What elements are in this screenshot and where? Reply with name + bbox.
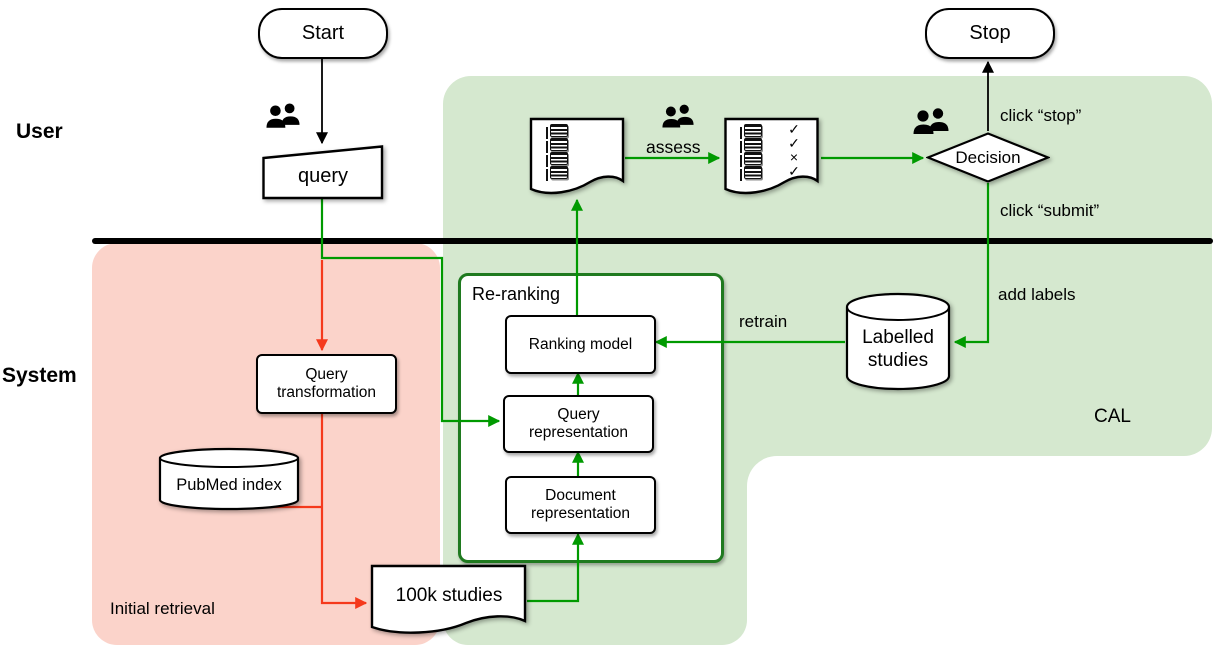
assessed-studies-document bbox=[724, 117, 819, 195]
assessment-mark: ✓ bbox=[788, 121, 800, 137]
query-transformation-line1: Query bbox=[305, 366, 348, 383]
query-representation-line1: Query bbox=[557, 406, 600, 423]
study-item-icon bbox=[546, 124, 568, 139]
query-representation-line2: representation bbox=[528, 424, 629, 441]
pubmed-index-label: PubMed index bbox=[176, 475, 282, 494]
labelled-studies-line2: studies bbox=[867, 350, 929, 371]
document-representation-line1: Document bbox=[545, 487, 616, 504]
click-submit-label: click “submit” bbox=[1000, 201, 1100, 220]
document-representation-line2: representation bbox=[530, 505, 631, 522]
assessment-mark: ✓ bbox=[788, 135, 800, 151]
assess-label: assess bbox=[646, 137, 701, 157]
initial-retrieval-label: Initial retrieval bbox=[110, 599, 215, 618]
assessment-mark: × bbox=[789, 149, 799, 165]
start-node: Start bbox=[258, 8, 388, 59]
labelled-studies-line1: Labelled bbox=[862, 327, 934, 348]
labelled-studies-node bbox=[845, 292, 951, 391]
users-icon bbox=[913, 108, 949, 134]
users-icon bbox=[662, 104, 694, 128]
study-item-icon bbox=[740, 166, 762, 181]
query-label: query bbox=[297, 164, 349, 187]
study-item-icon bbox=[740, 152, 762, 167]
ranked-studies-document bbox=[529, 117, 625, 195]
add-labels-label: add labels bbox=[998, 285, 1076, 304]
ranking-model-label: Ranking model bbox=[528, 335, 633, 353]
100k-studies-node bbox=[370, 564, 527, 634]
100k-studies-label: 100k studies bbox=[395, 585, 503, 606]
users-icon bbox=[266, 103, 300, 128]
lane-label-user: User bbox=[16, 120, 63, 143]
lane-label-system: System bbox=[2, 364, 77, 387]
decision-label: Decision bbox=[955, 147, 1021, 167]
reranking-title: Re-ranking bbox=[472, 284, 561, 304]
lane-divider bbox=[92, 238, 1213, 244]
stop-label: Stop bbox=[969, 22, 1011, 44]
decision-node bbox=[926, 132, 1050, 183]
start-label: Start bbox=[301, 22, 345, 44]
query-transformation-line2: transformation bbox=[276, 384, 377, 401]
study-item-icon bbox=[546, 138, 568, 153]
stop-node: Stop bbox=[925, 8, 1055, 59]
click-stop-label: click “stop” bbox=[1000, 106, 1082, 125]
study-item-icon bbox=[740, 138, 762, 153]
ranking-model-node: Ranking model bbox=[505, 315, 656, 374]
assessment-mark: ✓ bbox=[788, 163, 800, 179]
cal-label: CAL bbox=[1094, 406, 1131, 427]
retrain-label: retrain bbox=[739, 312, 788, 331]
study-item-icon bbox=[546, 152, 568, 167]
pubmed-index-node bbox=[158, 447, 300, 511]
study-item-icon bbox=[740, 124, 762, 139]
study-item-icon bbox=[546, 166, 568, 181]
